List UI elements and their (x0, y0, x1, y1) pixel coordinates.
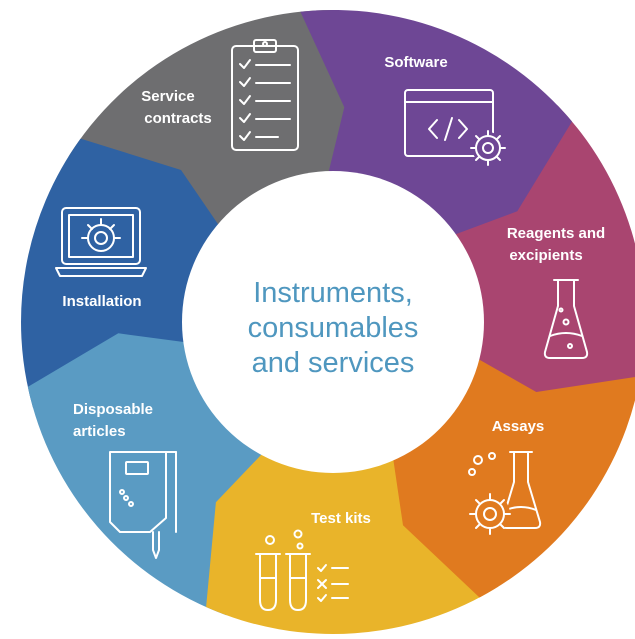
segment-assays-label: Assays (492, 418, 545, 435)
segment-software-label: Software (384, 54, 447, 71)
flask-icon (543, 279, 589, 359)
reagents-label-line-2: excipients (509, 247, 582, 264)
testkits-label: Test kits (311, 510, 371, 527)
disposable-label-line-2: articles (73, 423, 126, 440)
center-disk (182, 171, 484, 473)
service-label-line-1: Service (141, 88, 194, 105)
flask-gear-icon (468, 451, 542, 535)
test-tubes-checklist-icon (255, 529, 349, 611)
segment-installation-label: Installation (62, 293, 141, 310)
laptop-gear-icon (55, 207, 147, 277)
assays-label: Assays (492, 418, 545, 435)
service-label-line-2: contracts (144, 110, 212, 127)
segment-reagents-label: Reagents and excipients (507, 225, 605, 264)
center-title-line-1: Instruments, (253, 277, 413, 309)
segment-disposable-label: Disposable articles (73, 401, 153, 440)
segment-testkits (206, 422, 499, 634)
segment-testkits-label: Test kits (311, 510, 371, 527)
center-title-line-2: consumables (248, 312, 419, 344)
segment-service-label: Service contracts (141, 88, 211, 127)
reagents-label-line-1: Reagents and (507, 225, 605, 242)
center-title-line-3: and services (252, 347, 415, 379)
disposable-chip-icon (109, 451, 177, 559)
code-window-gear-icon (404, 89, 506, 166)
disposable-label-line-1: Disposable (73, 401, 153, 418)
clipboard-checklist-icon (231, 39, 299, 151)
software-label: Software (384, 54, 447, 71)
installation-label: Installation (62, 293, 141, 310)
